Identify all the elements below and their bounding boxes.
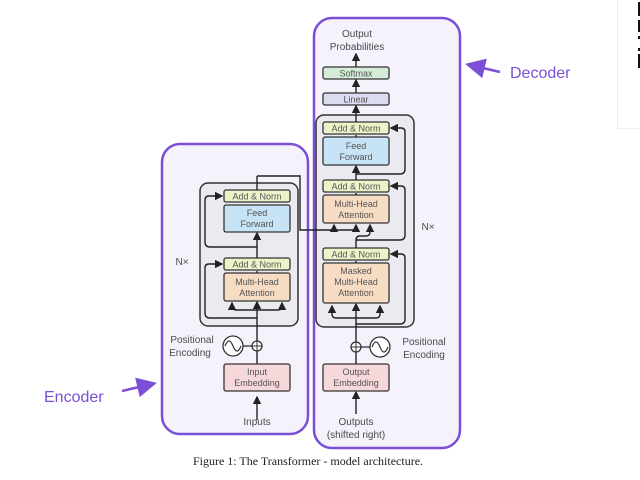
figure-caption: Figure 1: The Transformer - model archit… [193, 454, 423, 468]
encoder-add-norm-top-label: Add & Norm [232, 192, 281, 202]
encoder-arrow-icon [121, 377, 157, 398]
encoder-feed-forward-label-2: Forward [240, 219, 273, 229]
decoder-add-norm-2-label: Add & Norm [331, 182, 380, 192]
output-embedding-label-2: Embedding [333, 378, 379, 388]
side-glyph [638, 20, 640, 32]
softmax-label: Softmax [339, 69, 373, 79]
encoder-attention-label-2: Attention [239, 288, 275, 298]
decoder-masked-label-2: Multi-Head [334, 277, 378, 287]
output-prob-label-2: Probabilities [330, 42, 384, 53]
encoder-attention-label-1: Multi-Head [235, 277, 279, 287]
outputs-label-1: Outputs [338, 417, 373, 428]
decoder-nx-label: N× [421, 222, 434, 233]
encoder-connectors [204, 175, 316, 420]
inputs-label: Inputs [243, 417, 270, 428]
output-embedding [322, 363, 390, 392]
decoder-positional-label-1: Positional [402, 337, 445, 348]
outputs-label-2: (shifted right) [327, 430, 385, 441]
output-prob-label-1: Output [342, 29, 372, 40]
encoder-positional-label-1: Positional [170, 335, 213, 346]
decoder-masked-label-3: Attention [338, 288, 374, 298]
decoder-annotation: Decoder [510, 65, 571, 82]
side-glyph [638, 2, 640, 16]
input-embedding [223, 363, 291, 392]
decoder-attention-label-2: Attention [338, 210, 374, 220]
encoder-feed-forward-label-1: Feed [247, 208, 268, 218]
decoder-add-norm-1-label: Add & Norm [331, 124, 380, 134]
side-glyph [638, 36, 640, 39]
decoder-connectors [316, 52, 406, 414]
encoder-nx-label: N× [175, 257, 188, 268]
encoder-annotation: Encoder [44, 389, 104, 406]
side-panel-fragment [617, 0, 640, 129]
side-glyph [638, 48, 640, 51]
side-glyph [638, 54, 640, 68]
decoder-feed-forward-label-2: Forward [339, 152, 372, 162]
input-embedding-label-2: Embedding [234, 378, 280, 388]
encoder-positional-label-2: Encoding [169, 348, 211, 359]
output-embedding-label-1: Output [342, 367, 370, 377]
decoder-positional-label-2: Encoding [403, 350, 445, 361]
linear-label: Linear [343, 95, 368, 105]
encoder-add-norm-bottom-label: Add & Norm [232, 260, 281, 270]
decoder-feed-forward-label-1: Feed [346, 141, 367, 151]
decoder-add-norm-3-label: Add & Norm [331, 250, 380, 260]
decoder-masked-label-1: Masked [340, 266, 372, 276]
decoder-arrow-icon [465, 58, 501, 79]
decoder-attention-label-1: Multi-Head [334, 199, 378, 209]
input-embedding-label-1: Input [247, 367, 268, 377]
